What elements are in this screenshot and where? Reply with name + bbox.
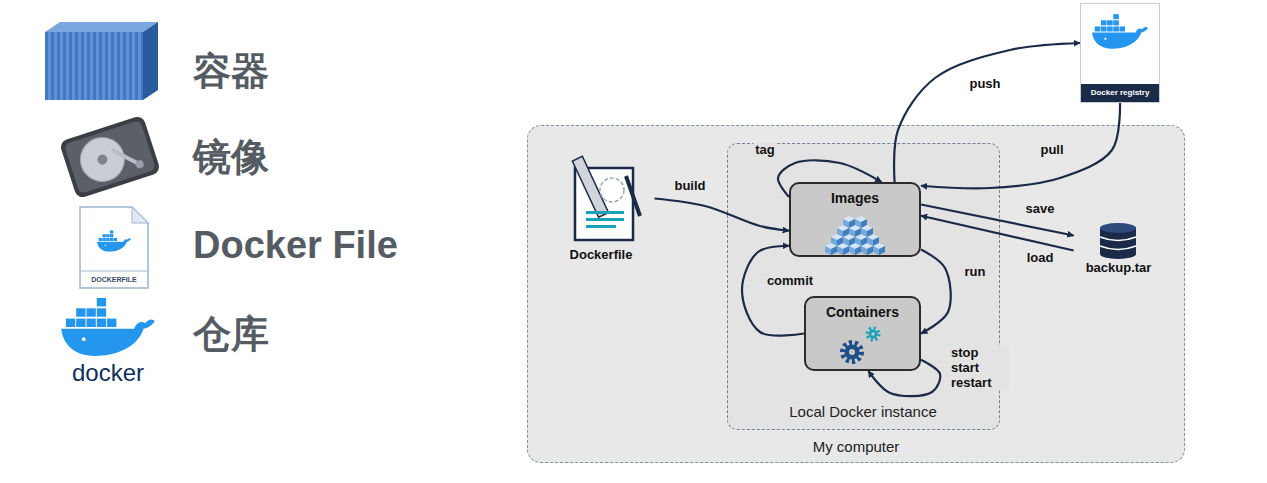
registry-box: Docker registry — [1080, 3, 1160, 103]
gear-body — [845, 345, 860, 360]
edge-label: push — [967, 77, 1002, 92]
edge-label: save — [1024, 202, 1057, 217]
edge-label: stop start restart — [949, 346, 1009, 391]
hard-disk-icon — [59, 115, 161, 199]
container-ribs — [45, 32, 143, 100]
flow-arrow — [655, 199, 790, 231]
disk-spindle — [96, 153, 109, 166]
container-side — [143, 22, 158, 100]
registry-whale — [1092, 14, 1148, 49]
edge-label: pull — [1038, 143, 1065, 158]
flow-arrow — [921, 250, 951, 334]
database-icon — [1100, 223, 1136, 259]
blueprint-pencil — [626, 176, 640, 216]
gear-hole — [849, 349, 855, 355]
cube — [843, 216, 855, 228]
legend-term: 镜像 — [193, 137, 269, 179]
disk-arm — [112, 143, 140, 171]
disk-body — [59, 115, 161, 199]
disk-platter — [75, 132, 130, 187]
blueprint-ruler — [572, 156, 608, 217]
blueprint-line — [586, 211, 624, 214]
gears-icon — [843, 329, 879, 362]
dockerfile-doc-icon — [80, 207, 148, 288]
flow-arrow — [921, 103, 1120, 188]
node-label: Images — [831, 190, 879, 207]
legend-term: 容器 — [193, 51, 269, 93]
blueprint-line — [586, 225, 616, 228]
docker-logo-whale — [61, 298, 155, 356]
dockerfile-blueprint-icon — [572, 156, 640, 240]
doc-sheet — [80, 207, 148, 288]
gear-hole — [871, 332, 875, 336]
flow-arrow — [742, 246, 804, 336]
flow-arrow — [778, 160, 881, 197]
node-label: backup.tar — [1086, 260, 1152, 276]
edge-label: load — [1025, 251, 1056, 266]
node-label: Containers — [826, 304, 899, 321]
flow-arrow — [894, 43, 1080, 182]
doc-fold — [132, 207, 148, 223]
legend-term: Docker File — [193, 225, 398, 267]
gear-body — [869, 330, 878, 339]
legend-term: 仓库 — [193, 314, 269, 356]
edge-label: build — [672, 179, 707, 194]
node-label: Docker registry — [1081, 84, 1159, 102]
container-top — [45, 22, 158, 32]
blueprint-arc — [600, 178, 624, 202]
cube — [855, 216, 867, 228]
node-label: Dockerfile — [570, 247, 633, 263]
db-bottom — [1100, 249, 1136, 259]
node-label: Local Docker instance — [789, 403, 937, 421]
doc-rule — [80, 271, 148, 272]
logo-wordmark: docker — [72, 360, 144, 386]
container-icon — [45, 22, 158, 100]
db-ring — [1100, 246, 1136, 250]
edge-label: tag — [753, 143, 777, 158]
edge-label: run — [963, 265, 988, 280]
image-cubes-icon — [825, 216, 885, 255]
edge-label: commit — [765, 274, 815, 289]
icon-caption: DOCKERFILE — [91, 276, 137, 284]
containers-box: Containers — [804, 296, 921, 371]
flow-arrow — [868, 360, 940, 396]
node-label: My computer — [813, 438, 900, 456]
db-ring — [1100, 237, 1136, 241]
gear-teeth — [868, 329, 879, 340]
doc-whale — [97, 230, 131, 251]
blueprint-line — [586, 218, 624, 221]
container-front — [45, 32, 143, 100]
gear-teeth — [843, 343, 861, 361]
flow-arrow — [921, 216, 1074, 251]
disk-pivot — [135, 159, 145, 169]
disk-inner — [64, 120, 156, 194]
db-top — [1100, 223, 1136, 233]
